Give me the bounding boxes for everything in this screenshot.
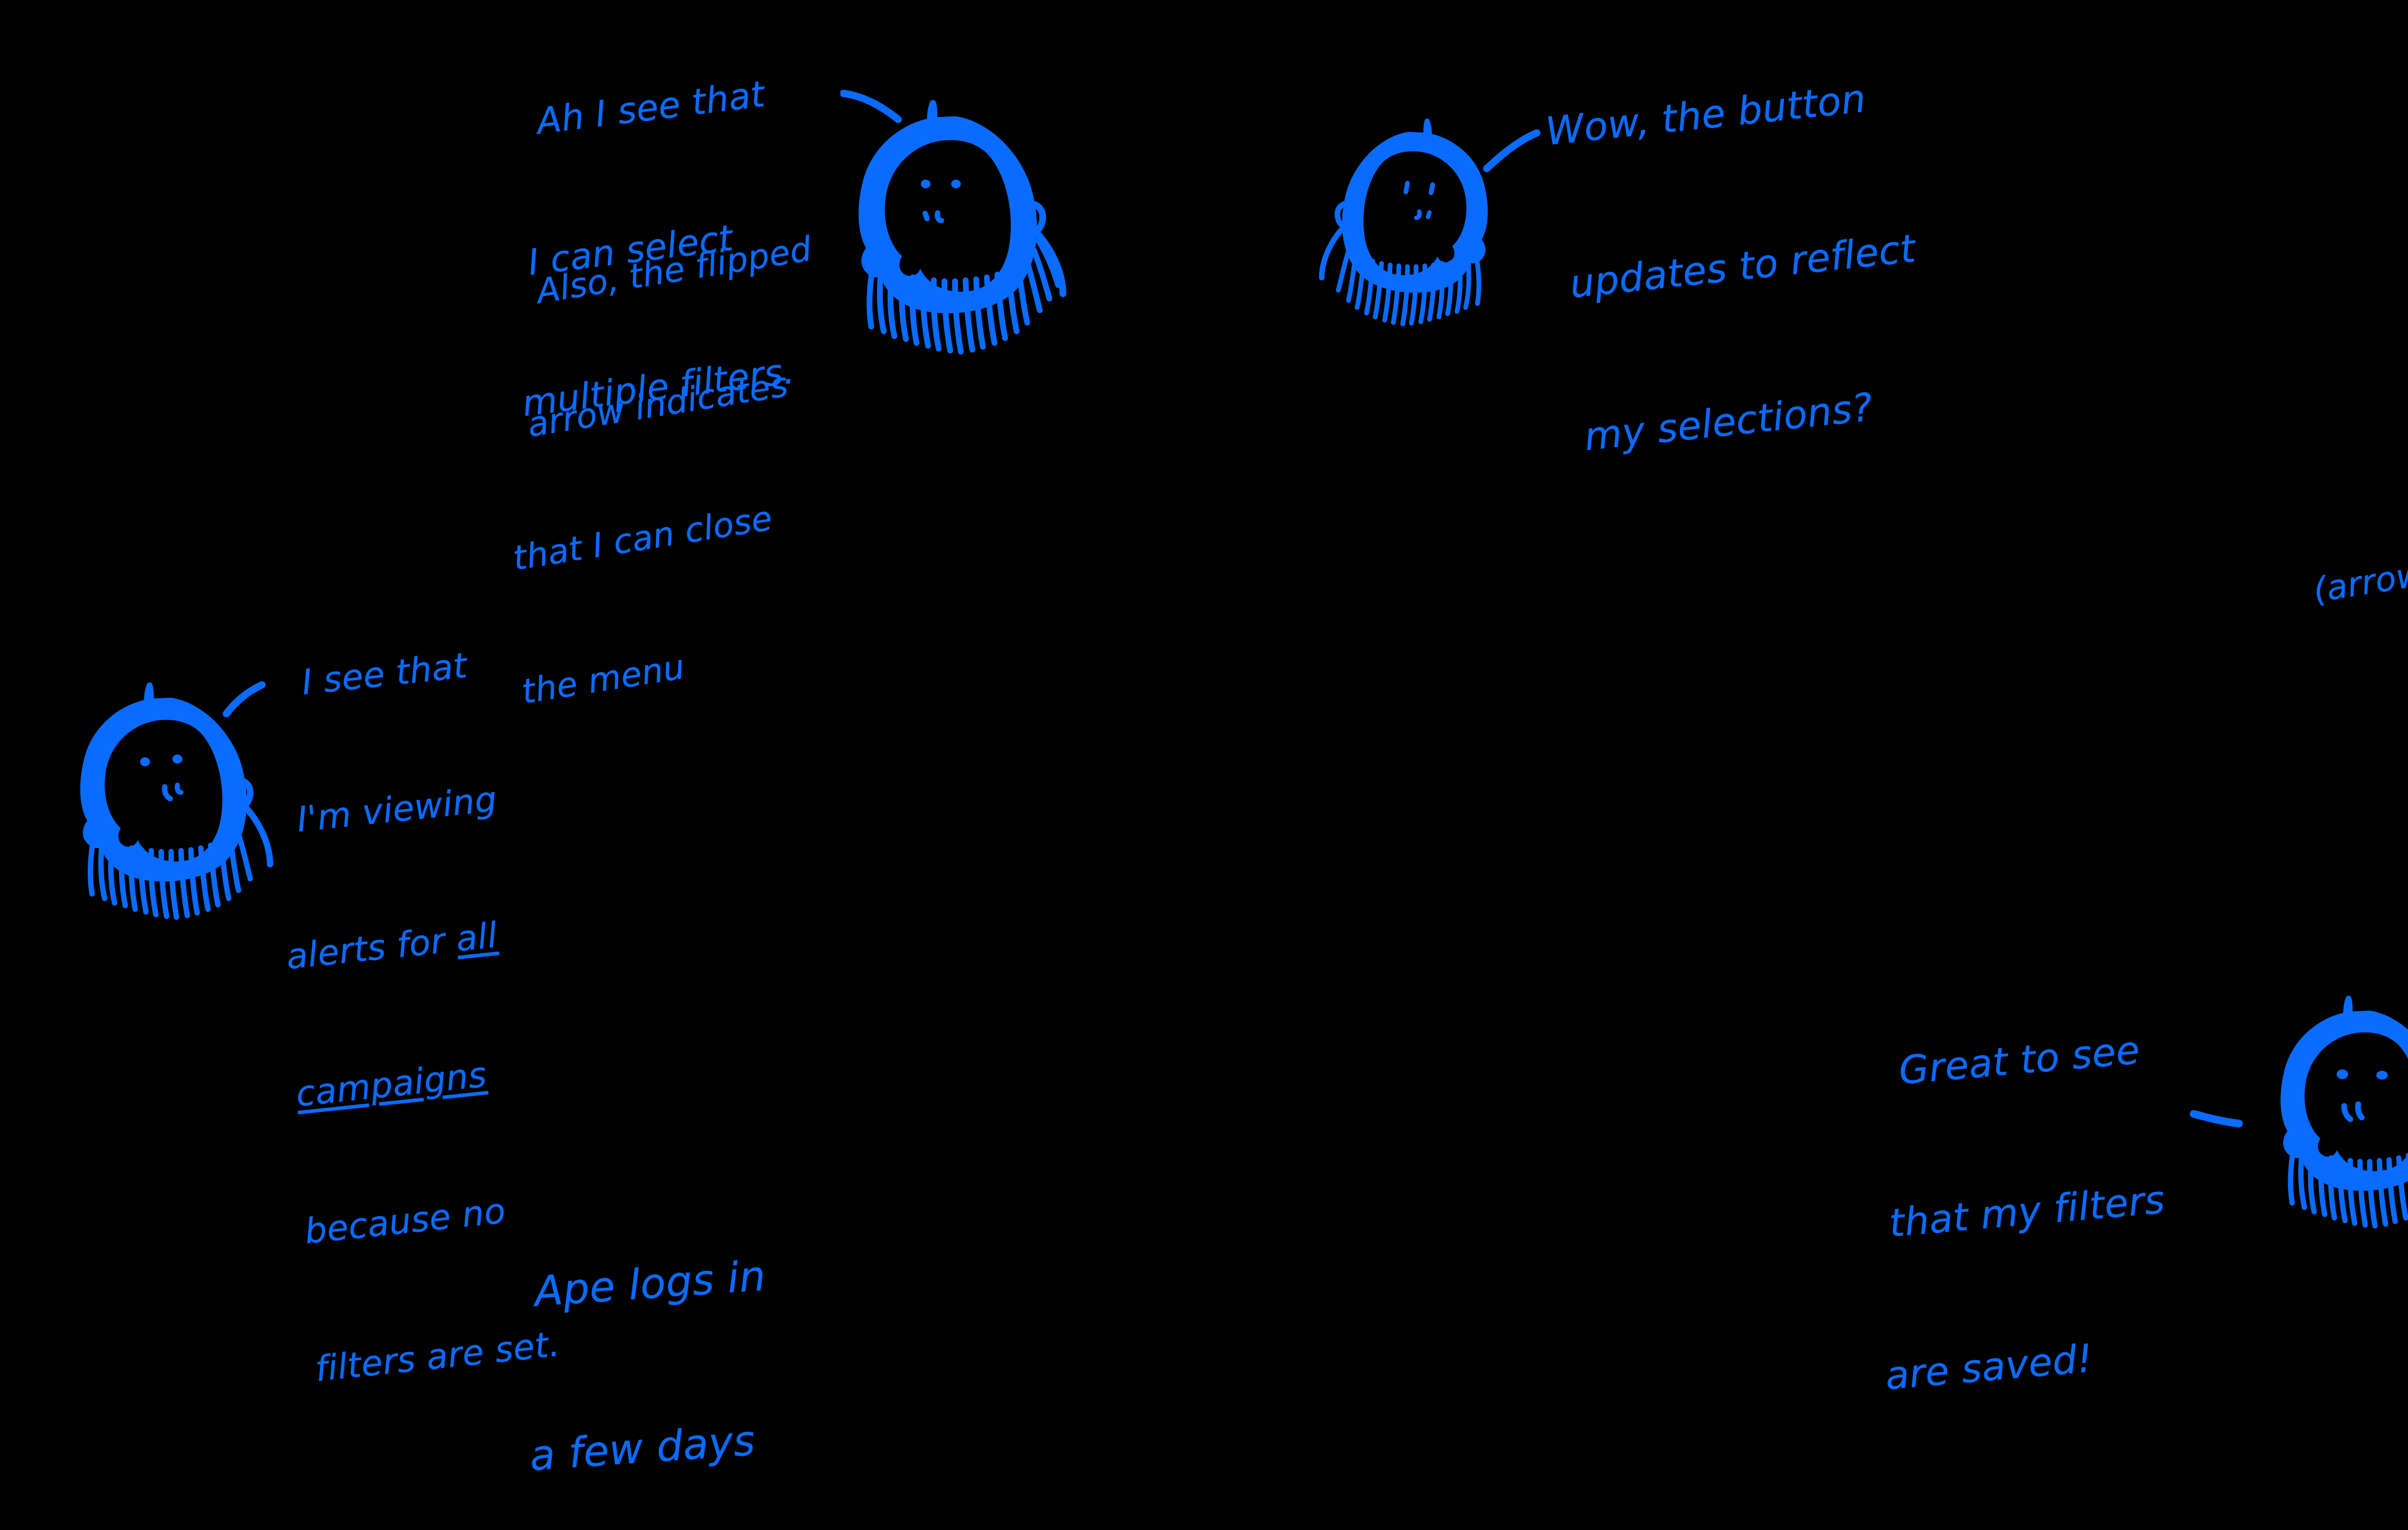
- annotation-line: Ah I see that: [534, 73, 767, 143]
- annotation-line: Ape logs in: [533, 1252, 768, 1316]
- ape-character-bottom-right: [2268, 992, 2408, 1257]
- annotation-viewing-all-campaigns: I see that I'm viewing alerts for all ca…: [284, 568, 562, 1484]
- annotation-line: I see that: [300, 645, 469, 703]
- annotation-line: that I can close: [510, 498, 775, 578]
- annotation-line: Great to see: [1897, 1027, 2142, 1094]
- annotation-line: I'm viewing: [295, 778, 499, 840]
- ape-character-middle-left: [65, 679, 282, 949]
- annotation-button-updates-selections: Wow, the button updates to reflect my se…: [1531, 5, 1918, 564]
- annotation-line: a few days: [528, 1416, 757, 1480]
- annotation-line: Wow, the button: [1544, 76, 1868, 154]
- annotation-line: my selections?: [1582, 384, 1875, 459]
- annotation-ape-logs-in-later: Ape logs in a few days later: [528, 1156, 768, 1530]
- pointer-dash-bottom-right: [2190, 1110, 2243, 1127]
- annotation-emphasis-campaigns: campaigns: [294, 1054, 489, 1115]
- annotation-line: updates to reflect: [1568, 225, 1918, 307]
- annotation-emphasis-all: all: [454, 915, 499, 960]
- annotation-line: are saved!: [1883, 1335, 2095, 1399]
- pointer-dash-top-right: [1483, 129, 1541, 172]
- ape-character-top-right: [1296, 116, 1517, 352]
- annotation-arrow-flips-again: (arrow flips again): [2310, 554, 2408, 611]
- annotation-line: because no: [302, 1190, 508, 1252]
- annotation-line-prefix: alerts for: [284, 919, 458, 978]
- annotation-line: the menu: [519, 647, 688, 712]
- annotation-line: campaigns: [294, 1044, 562, 1117]
- pointer-dash-middle-left: [222, 681, 266, 718]
- annotation-line: filters are set.: [313, 1323, 562, 1389]
- annotation-filters-saved: Great to see that my filters are saved!: [1883, 944, 2167, 1504]
- annotation-line: that my filters: [1887, 1177, 2167, 1246]
- annotation-line: Also, the flipped: [534, 229, 814, 312]
- annotation-line: arrow indicates: [524, 364, 791, 445]
- ape-character-top-left: [845, 96, 1072, 385]
- pointer-dash-top-left: [840, 90, 902, 123]
- annotation-line: alerts for all: [284, 906, 562, 980]
